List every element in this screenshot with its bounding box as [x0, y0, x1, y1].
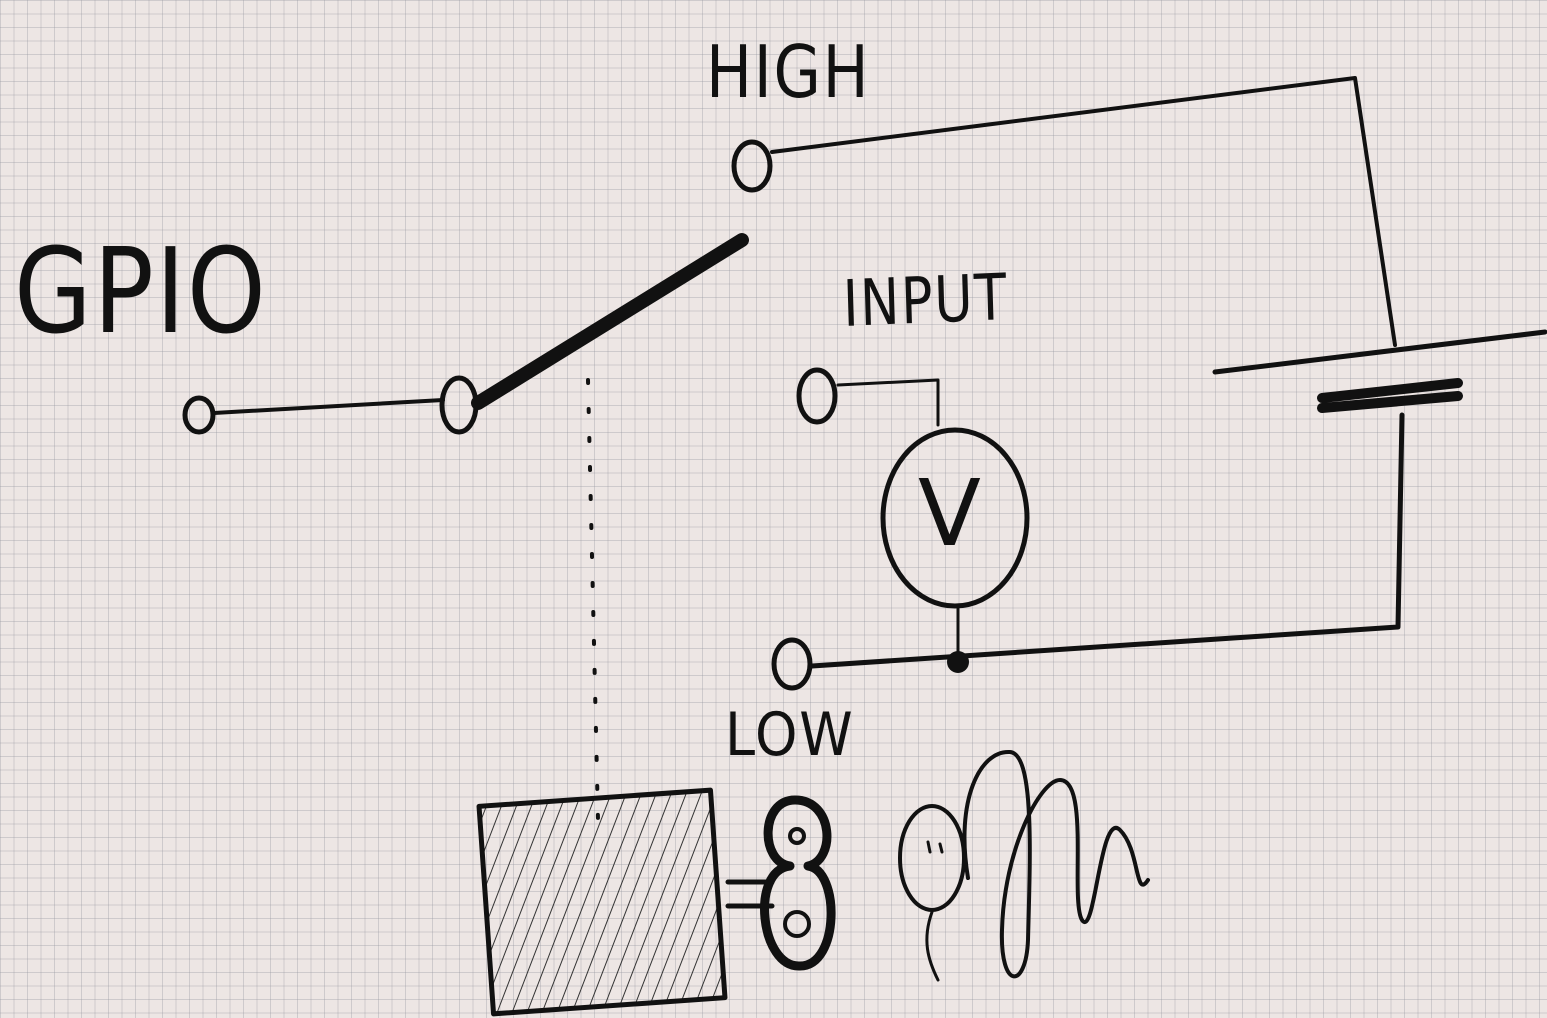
input-label: INPUT	[842, 260, 1010, 342]
high-label: HIGH	[706, 30, 871, 114]
plug-hole-bottom	[783, 910, 811, 938]
hatched-box-outline	[476, 787, 728, 1017]
dashed-link	[586, 378, 600, 822]
hatched-box	[479, 790, 725, 1014]
high-wire	[770, 76, 1397, 347]
plug-icon	[760, 795, 836, 971]
doodle-head	[898, 804, 966, 912]
gpio-wire	[212, 398, 445, 415]
gpio-terminal	[182, 395, 216, 435]
low-label: LOW	[725, 700, 855, 770]
low-terminal	[771, 637, 813, 691]
switch-blade	[471, 233, 749, 410]
gpio-label: GPIO	[14, 222, 268, 360]
doodle-eyes	[926, 840, 944, 854]
junction-dot	[947, 651, 969, 673]
battery-long-plate	[1212, 329, 1547, 375]
low-wire	[809, 412, 1405, 669]
doodle-neck	[925, 910, 940, 982]
input-wire	[836, 378, 940, 427]
plug-hole-top	[788, 827, 806, 845]
voltmeter-label: V	[918, 460, 983, 567]
input-terminal	[796, 367, 838, 425]
battery-short-plate	[1317, 378, 1463, 413]
voltmeter-body	[880, 427, 1030, 609]
switch-pivot	[439, 375, 479, 435]
doodle-squiggle	[962, 749, 1150, 979]
high-terminal	[731, 139, 773, 193]
